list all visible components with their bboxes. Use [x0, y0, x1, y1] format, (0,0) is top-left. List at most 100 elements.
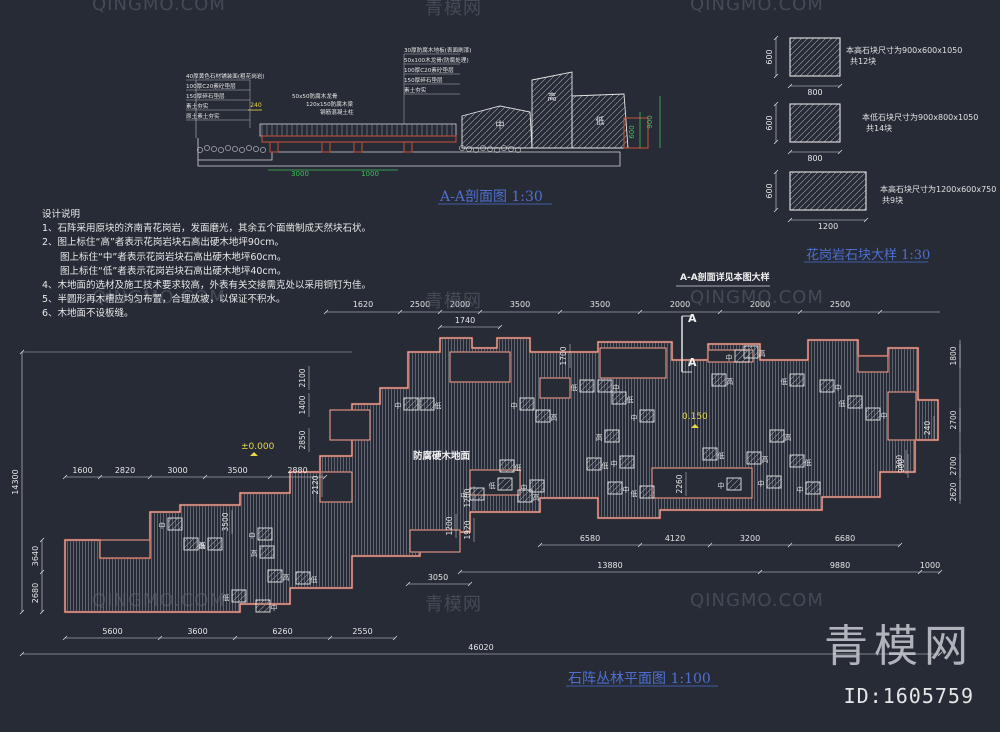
section-height-label: 600	[628, 125, 636, 138]
dimension-tick	[877, 309, 883, 315]
plan-granite-stone	[517, 489, 533, 503]
plan-vertical-dimension: 1200	[463, 488, 472, 507]
plan-pocket-edge	[469, 469, 521, 496]
note-line: 图上标住“低”者表示花岗岩块石高出硬木地坪40cm。	[60, 265, 287, 277]
plan-granite-stone	[726, 477, 742, 491]
plan-bottom-dimension: 3600	[187, 627, 207, 636]
dimension-tick	[19, 609, 25, 615]
plan-granite-stone	[403, 397, 419, 411]
plan-granite-stone	[743, 345, 759, 359]
plan-vertical-dimension: 2700	[949, 410, 958, 429]
detail-width-label: 800	[807, 154, 822, 163]
dimension-tick	[437, 324, 443, 330]
plan-top-dimension: 3500	[590, 300, 610, 309]
section-mark-a-top: A	[688, 312, 697, 325]
section-gravel	[204, 145, 210, 151]
plan-left-dimension: 3640	[31, 546, 40, 566]
detail-title: 花岗岩石块大样 1:30	[806, 248, 931, 263]
section-gravel	[197, 147, 203, 153]
stone-height-mark: 中	[511, 401, 518, 410]
watermark-latin: QINGMO.COM	[92, 590, 226, 611]
plan-vertical-dimension: 300	[895, 455, 904, 470]
stone-height-mark: 中	[726, 353, 733, 362]
plan-top-dimension: 2500	[830, 300, 850, 309]
detail-block-2-text: 本低石块尺寸为900x800x1050	[862, 113, 979, 122]
plan-mid-dimension: 1600	[72, 466, 92, 475]
drawing-id-label: ID:1605759	[843, 684, 974, 708]
plan-left-dimension: 2680	[31, 583, 40, 603]
stone-height-mark: 中	[758, 479, 765, 488]
design-notes: 设计说明 1、石阵采用原块的济南青花岗岩，发面磨光，其余五个面凿制成天然块石状。…	[42, 208, 371, 322]
dimension-tick	[39, 609, 45, 615]
section-callout-left: 100厚C20素砼垫层	[186, 82, 236, 90]
plan-granite-stone	[259, 545, 275, 559]
dimension-tick	[392, 635, 398, 641]
stone-height-mark: 高	[533, 493, 540, 502]
stone-height-mark: 高	[762, 455, 769, 464]
note-line: 2、图上标住“高”者表示花岗岩块石高出硬木地坪90cm。	[42, 237, 284, 249]
plan-granite-stone	[207, 537, 223, 551]
dimension-tick	[773, 169, 779, 175]
plan-planting-pocket	[887, 391, 917, 441]
plan-top-dimension: 1620	[353, 300, 373, 309]
dimension-tick	[467, 581, 473, 587]
plan-vertical-dimension: 1200	[445, 516, 454, 535]
section-gravel	[211, 146, 217, 152]
plan-bottom-dimension: 6260	[272, 627, 292, 636]
plan-mid-dimension: 2820	[115, 466, 135, 475]
plan-granite-stone	[702, 447, 718, 461]
stone-height-mark: 低	[839, 399, 846, 408]
section-width-label: 1000	[361, 170, 379, 178]
notes-heading: 设计说明	[42, 209, 81, 220]
stone-height-mark: 中	[881, 411, 888, 420]
plan-bottom-dimension: 2550	[352, 627, 372, 636]
stone-height-mark: 高	[785, 433, 792, 442]
stone-height-mark: 中	[461, 491, 468, 500]
plan-granite-stone	[579, 379, 595, 393]
plan-planting-pocket	[449, 351, 511, 383]
plan-granite-stone	[611, 391, 627, 405]
plan-pocket-edge	[449, 351, 511, 383]
dimension-tick	[837, 83, 843, 89]
plan-pocket-edge	[599, 347, 667, 379]
plan-granite-stone	[183, 537, 199, 551]
plan-granite-stone	[497, 477, 513, 491]
stone-height-mark: 中	[159, 521, 166, 530]
watermark-latin: QINGMO.COM	[690, 287, 824, 308]
plan-bottom-right-dimension-2: 1000	[920, 561, 940, 570]
stone-height-mark: 中	[395, 401, 402, 410]
section-callout-mid: 120x150防腐木梁	[306, 100, 353, 108]
plan-bottom-right-dimension: 3200	[740, 534, 760, 543]
plan-title: 石阵丛林平面图 1:100	[568, 671, 711, 687]
plan-pocket-edge	[887, 391, 917, 441]
plan-mid-dimension: 3000	[167, 466, 187, 475]
detail-granite-block	[789, 171, 867, 211]
plan-granite-stone	[604, 429, 620, 443]
note-line: 6、木地面不设板缝。	[42, 308, 134, 320]
plan-planting-pocket	[857, 355, 889, 373]
dimension-tick	[773, 207, 779, 213]
stone-height-mark: 低	[602, 461, 609, 470]
dimension-tick	[637, 309, 643, 315]
section-callout-right: 100厚C20素砼垫层	[404, 66, 454, 74]
dimension-tick	[787, 83, 793, 89]
stone-height-mark: 低	[489, 481, 496, 490]
plan-granite-stone	[499, 459, 515, 473]
plan-granite-stone	[805, 481, 821, 495]
dimension-tick	[557, 309, 563, 315]
plan-bottom-right-dimension-2: 13880	[597, 561, 622, 570]
section-small-label: 240	[250, 102, 262, 109]
dimension-tick	[773, 73, 779, 79]
plan-top-dimension: 2000	[450, 300, 470, 309]
watermark-latin: QINGMO.COM	[92, 287, 226, 308]
stone-height-mark: 低	[627, 395, 634, 404]
section-title: A-A剖面图 1:30	[440, 189, 543, 205]
stone-height-mark: 高	[759, 349, 766, 358]
dimension-tick	[797, 309, 803, 315]
plan-granite-stone	[619, 455, 635, 469]
plan-top-dimension: 2000	[750, 300, 770, 309]
dimension-tick	[323, 309, 329, 315]
plan-vertical-dimension: 240	[923, 421, 932, 436]
dimension-tick	[717, 309, 723, 315]
stone-height-mark: 高	[283, 573, 290, 582]
